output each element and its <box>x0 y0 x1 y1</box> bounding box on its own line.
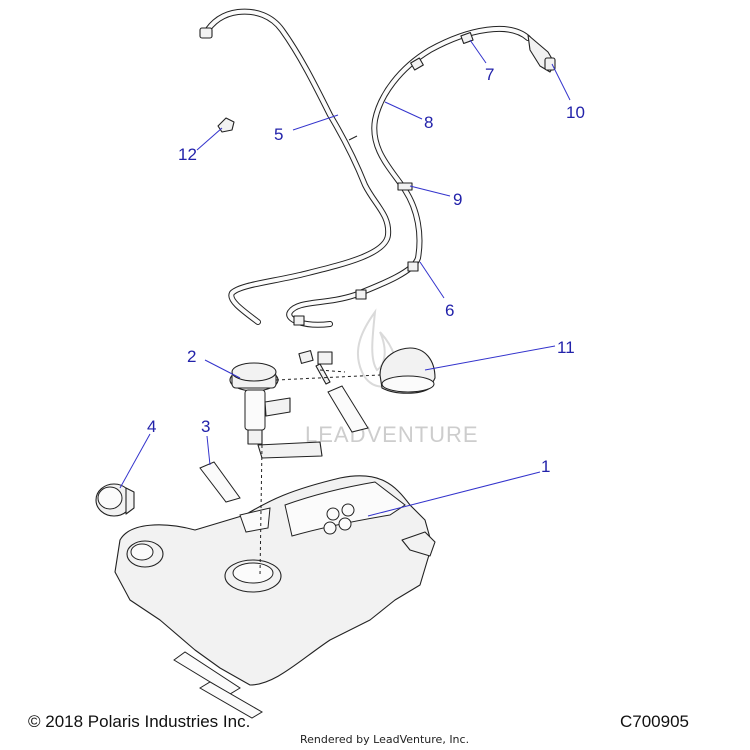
leader-5 <box>292 114 339 131</box>
watermark-text: LEADVENTURE <box>305 422 479 447</box>
callout-12: 12 <box>178 145 197 164</box>
leader-11 <box>424 345 556 371</box>
fuel-pump-part-2 <box>229 362 323 459</box>
strip-gasket-3 <box>199 461 241 503</box>
leader-4 <box>119 433 151 489</box>
callout-1: 1 <box>541 457 550 476</box>
hose-part-5 <box>199 8 392 325</box>
copyright-text: © 2018 Polaris Industries Inc. <box>28 712 251 731</box>
callout-10: 10 <box>566 103 585 122</box>
callout-9: 9 <box>453 190 462 209</box>
leader-9 <box>409 185 451 197</box>
leader-10 <box>551 63 571 101</box>
assembly-lines <box>259 369 381 576</box>
hose-part-8 <box>286 25 531 328</box>
callout-2: 2 <box>187 347 196 366</box>
fuel-cap-part-4 <box>95 483 135 517</box>
connector-harness <box>298 350 333 385</box>
diagram-code: C700905 <box>620 712 690 731</box>
fitting-part-10 <box>527 34 556 73</box>
callout-5: 5 <box>274 125 283 144</box>
leader-6 <box>419 261 445 299</box>
leader-1 <box>367 471 541 517</box>
leader-8 <box>384 101 423 120</box>
clamp-part-6 <box>293 261 419 326</box>
callout-4: 4 <box>147 417 156 436</box>
fuel-tank-part-1 <box>114 475 436 686</box>
clamp-part-7 <box>410 31 474 71</box>
strip-lower <box>173 651 263 719</box>
leader-lines <box>119 39 571 517</box>
watermark: LEADVENTURE <box>305 308 479 447</box>
callout-7: 7 <box>485 65 494 84</box>
clamp-part-9 <box>397 182 413 191</box>
leader-3 <box>206 435 211 466</box>
callout-8: 8 <box>424 113 433 132</box>
leader-2 <box>204 359 241 379</box>
callout-3: 3 <box>201 417 210 436</box>
leader-7 <box>469 39 487 64</box>
strip-gasket-11 <box>327 385 369 433</box>
callout-11: 11 <box>557 338 575 357</box>
callout-labels: 1 2 3 4 5 6 7 8 9 10 11 12 <box>147 65 585 476</box>
callout-6: 6 <box>445 301 454 320</box>
dome-part-11 <box>379 347 436 394</box>
leader-12 <box>196 127 223 151</box>
rendered-by-text: Rendered by LeadVenture, Inc. <box>300 733 470 746</box>
